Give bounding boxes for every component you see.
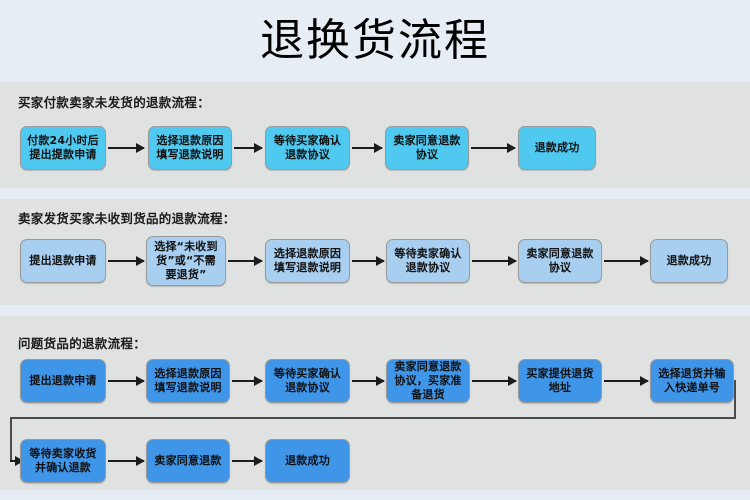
- node-s2-4[interactable]: 等待卖家确认退款协议: [386, 239, 470, 283]
- section-1-heading: 买家付款卖家未发货的退款流程：: [18, 95, 211, 110]
- arrow-s2-4-5: [472, 256, 517, 266]
- node-s2-2[interactable]: 选择“未收到货”或“不需要退货”: [146, 236, 226, 286]
- arrow-s1-4-5: [471, 143, 516, 153]
- arrow-s3-8-9: [232, 456, 263, 466]
- wrap-connector-left-vertical: [10, 417, 12, 461]
- node-s3-2[interactable]: 选择退款原因填写退款说明: [146, 359, 230, 403]
- wrap-connector-arrow-into-row2: [10, 456, 24, 466]
- node-s1-4[interactable]: 卖家同意退款协议: [385, 126, 469, 170]
- arrow-s1-2-3: [234, 143, 263, 153]
- arrow-s3-4-5: [472, 376, 517, 386]
- node-s3-7[interactable]: 等待卖家收货并确认退款: [20, 439, 106, 483]
- node-s3-8[interactable]: 卖家同意退款: [146, 439, 230, 483]
- node-s1-1[interactable]: 付款24小时后提出提款申请: [20, 126, 106, 170]
- section-3-heading: 问题货品的退款流程：: [18, 336, 147, 351]
- node-s1-5[interactable]: 退款成功: [518, 126, 596, 170]
- arrow-s2-5-6: [604, 256, 649, 266]
- band-footer-background: [0, 490, 750, 500]
- arrow-s3-3-4: [352, 376, 385, 386]
- node-s3-5[interactable]: 买家提供退货地址: [518, 359, 602, 403]
- node-s3-3[interactable]: 等待买家确认退款协议: [265, 359, 350, 403]
- node-s3-1[interactable]: 提出退款申请: [20, 359, 106, 403]
- node-s2-1[interactable]: 提出退款申请: [20, 239, 106, 283]
- band-header-background: [0, 0, 750, 82]
- node-s1-2[interactable]: 选择退款原因填写退款说明: [148, 126, 232, 170]
- page-title: 退换货流程: [260, 15, 490, 66]
- arrow-s3-5-6: [604, 376, 649, 386]
- arrow-s2-2-3: [228, 256, 263, 266]
- wrap-connector-right-vertical: [734, 380, 736, 418]
- band-separator-1: [0, 188, 750, 199]
- node-s2-3[interactable]: 选择退款原因填写退款说明: [265, 239, 350, 283]
- node-s3-9[interactable]: 退款成功: [265, 439, 350, 483]
- node-s1-3[interactable]: 等待买家确认退款协议: [265, 126, 350, 170]
- wrap-connector-horizontal: [10, 417, 736, 419]
- arrow-s2-1-2: [108, 256, 145, 266]
- arrow-s3-2-3: [232, 376, 263, 386]
- arrow-s1-3-4: [352, 143, 383, 153]
- node-s2-6[interactable]: 退款成功: [650, 239, 728, 283]
- band-separator-2: [0, 305, 750, 316]
- node-s2-5[interactable]: 卖家同意退款协议: [518, 239, 602, 283]
- arrow-s3-7-8: [108, 456, 145, 466]
- node-s3-4[interactable]: 卖家同意退款协议，买家准备退货: [386, 359, 470, 403]
- arrow-s3-1-2: [108, 376, 145, 386]
- section-2-heading: 卖家发货买家未收到货品的退款流程：: [18, 211, 236, 226]
- band-section1-background: [0, 82, 750, 188]
- arrow-s1-1-2: [108, 143, 145, 153]
- band-section2-background: [0, 199, 750, 305]
- arrow-s2-3-4: [352, 256, 385, 266]
- node-s3-6[interactable]: 选择退货并输入快递单号: [650, 359, 734, 403]
